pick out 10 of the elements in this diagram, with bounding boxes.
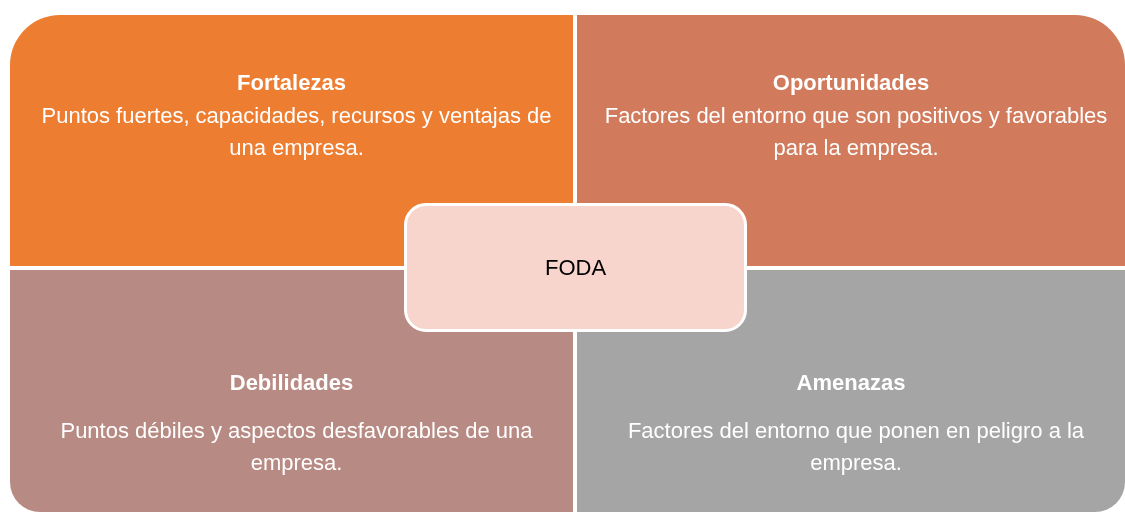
quadrant-heading: Debilidades	[228, 370, 355, 396]
quadrant-description: Factores del entorno que ponen en peligro a la empresa.	[626, 417, 1086, 477]
center-box	[404, 203, 747, 332]
quadrant-heading: Amenazas	[795, 370, 907, 396]
quadrant-description: Puntos débiles y aspectos desfavorables de una empresa.	[59, 417, 534, 477]
quadrant-description: Factores del entorno que son positivos y favorables para la empresa.	[603, 102, 1109, 162]
quadrant-heading: Oportunidades	[771, 70, 931, 96]
quadrant-description: Puntos fuertes, capacidades, recursos y ventajas de una empresa.	[40, 102, 553, 162]
quadrant-heading: Fortalezas	[236, 70, 347, 96]
center-label: FODA	[544, 254, 607, 281]
